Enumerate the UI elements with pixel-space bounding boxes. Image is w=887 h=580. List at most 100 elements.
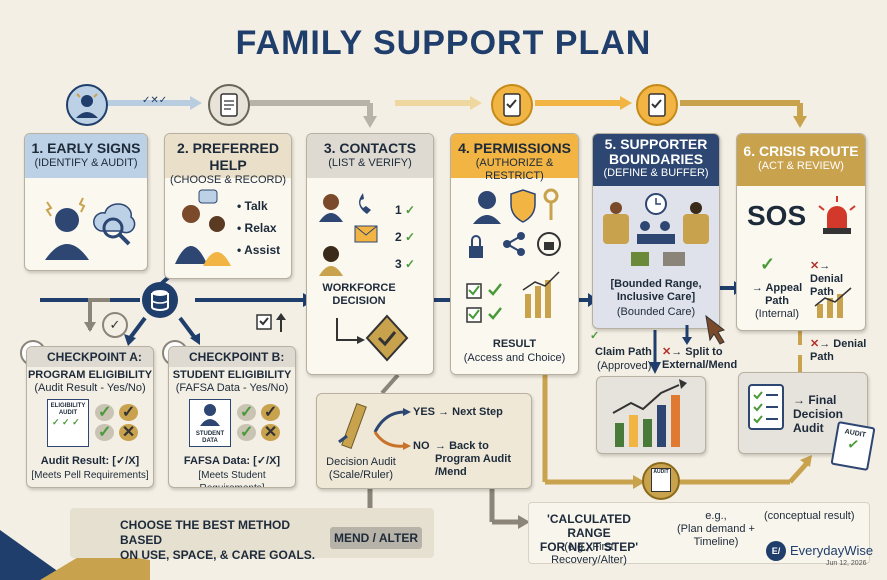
- contact-number: 2 ✓: [395, 230, 416, 244]
- split-arrow: [682, 325, 692, 345]
- decision-audit-card: Decision Audit (Scale/Ruler) YES → Next …: [316, 393, 532, 489]
- fafsa-result-label: FAFSA Data: [✓/X]: [183, 455, 281, 467]
- checkpoint-subtitle: (FAFSA Data - Yes/No): [175, 382, 289, 394]
- step-subtitle: (IDENTIFY & AUDIT): [34, 157, 138, 169]
- claim-path-label: Claim Path: [595, 346, 652, 358]
- check-icon: ✓: [405, 257, 416, 271]
- denial-path-label: ✕→ Denial Path: [810, 338, 867, 363]
- permissions-icons: [466, 188, 561, 323]
- result-check-grid: ✓ ✓ ✓ ✕: [95, 403, 139, 443]
- no-label: NO: [413, 440, 430, 452]
- mend-alter-button[interactable]: MEND / ALTER: [330, 527, 422, 549]
- student-icon: [200, 404, 220, 426]
- result-label: RESULT: [492, 338, 537, 350]
- checklist-icon: [748, 384, 784, 430]
- audit-result-note: [Meets Pell Requirements]: [31, 470, 149, 481]
- decision-audit-label: Decision Audit: [326, 456, 396, 468]
- pointing-hand-icon: [705, 314, 726, 345]
- check-icon: ✓: [405, 203, 416, 217]
- checkpoint-a-card: CHECKPOINT A: PROGRAM ELIGIBILITY (Audit…: [26, 346, 154, 488]
- step-title: 4. PERMISSIONS: [458, 140, 571, 156]
- people-talking-icon: [175, 189, 231, 266]
- claim-path-sub: (Approved): [597, 360, 652, 372]
- step-subtitle: (AUTHORIZE & RESTRICT): [475, 157, 554, 182]
- person-magnifier-icon: [45, 197, 136, 260]
- checkpoint-title: PROGRAM ELIGIBILITY: [27, 369, 153, 381]
- result-text: (Access and Choice): [463, 352, 566, 364]
- example-text: e.g.,(Plan demand +Timeline): [677, 510, 755, 548]
- brand-logo-icon: E/: [766, 541, 786, 561]
- check-icon: ✓: [760, 254, 776, 274]
- decision-diamond-icon: [336, 314, 409, 362]
- step-subtitle: (DEFINE & BUFFER): [603, 167, 709, 179]
- step-subtitle: (LIST & VERIFY): [328, 157, 412, 169]
- clipboard-check-icon: [491, 84, 533, 126]
- top-flow-arrows: [108, 96, 807, 128]
- bounded-range-sub: (Bounded Care): [616, 306, 696, 318]
- step-title: 3. CONTACTS: [323, 140, 417, 156]
- contact-number: 1 ✓: [395, 203, 416, 217]
- final-decision-label: → Final Decision Audit: [793, 393, 844, 435]
- audit-badge: AUDIT ✓: [830, 421, 876, 471]
- checkpoint-title: STUDENT ELIGIBILITY: [172, 369, 292, 381]
- ruler-icon: [338, 402, 367, 450]
- check-circle-icon: ✓: [102, 312, 128, 338]
- page-title: FAMILY SUPPORT PLAN: [235, 24, 652, 62]
- clipboard-check-icon: [636, 84, 678, 126]
- result-check-grid: ✓ ✓ ✓ ✕: [237, 403, 281, 443]
- no-target: → Back to Program Audit /Mend: [435, 440, 511, 478]
- contact-number: 3 ✓: [395, 257, 416, 271]
- help-item: • Talk: [237, 199, 268, 213]
- eligibility-audit-doc: ELIGIBILITY AUDIT ✓ ✓ ✓: [47, 399, 89, 447]
- step-card-contacts: 3. CONTACTS (LIST & VERIFY) 1 ✓ 2 ✓ 3 ✓ …: [306, 133, 434, 375]
- student-data-doc: STUDENT DATA: [189, 399, 231, 447]
- mini-chart-icon: [814, 287, 852, 318]
- calculated-range-panel: [528, 502, 870, 564]
- brand-date: Jun 12, 2026: [826, 560, 867, 567]
- check-icon: ✓: [405, 230, 416, 244]
- database-hub-icon: [142, 282, 178, 318]
- help-item: • Assist: [237, 243, 281, 257]
- check-icon: ✓: [590, 330, 600, 342]
- step-title: 6. CRISIS ROUTE: [743, 143, 859, 159]
- checkpoint-label: CHECKPOINT B:: [189, 350, 285, 364]
- checkpoint-label: CHECKPOINT A:: [47, 350, 142, 364]
- audit-result-label: Audit Result: [✓/X]: [40, 455, 140, 467]
- fafsa-result-note: [Meets Student Requirements]: [198, 470, 266, 487]
- cross-icon: ✕: [810, 338, 820, 350]
- step-card-preferred-help: 2. PREFERRED HELP (CHOOSE & RECORD) • Ta…: [164, 133, 292, 279]
- yes-branch: YES → Next Step: [413, 406, 503, 418]
- decision-audit-sub: (Scale/Ruler): [328, 469, 394, 481]
- conceptual-result: (conceptual result): [764, 510, 855, 522]
- calculated-range-sub: (e.g., First Recovery/Alter): [551, 541, 627, 566]
- appeal-path-sub: (Internal): [754, 308, 800, 320]
- audit-clipboard-icon: AUDIT: [642, 462, 680, 500]
- checkpoint-b-card: CHECKPOINT B: STUDENT ELIGIBILITY (FAFSA…: [168, 346, 296, 488]
- help-item: • Relax: [237, 221, 277, 235]
- growth-chart-card: [596, 376, 706, 454]
- cross-icon: ✕: [810, 260, 820, 272]
- sos-label: SOS: [747, 200, 807, 231]
- claim-path-label: ✓: [590, 330, 599, 343]
- workforce-decision-label: WORKFORCE DECISION: [322, 282, 396, 307]
- arrow-left-indicator: [84, 298, 110, 332]
- growth-chart-icon: [612, 379, 687, 447]
- person-signal-icon: [66, 84, 108, 126]
- step-subtitle: (ACT & REVIEW): [758, 160, 844, 172]
- cross-icon: ✕: [662, 346, 672, 358]
- checkbox-arrow-icon: [256, 313, 286, 332]
- step-title: 2. PREFERRED HELP: [177, 140, 279, 173]
- step-card-crisis-route: 6. CRISIS ROUTE (ACT & REVIEW) SOS: [736, 133, 866, 331]
- bounded-range-label: [Bounded Range,Inclusive Care]: [610, 278, 702, 303]
- step-card-early-signs: 1. EARLY SIGNS (IDENTIFY & AUDIT): [24, 133, 148, 271]
- appeal-path-label: → Appeal Path: [751, 282, 803, 307]
- brand-name: EverydayWise: [790, 543, 874, 558]
- check-icon: ✓✕✓: [142, 95, 168, 106]
- step-title: 1. EARLY SIGNS: [31, 140, 141, 156]
- denial-path-label: ✕→ Denial Path: [810, 260, 844, 298]
